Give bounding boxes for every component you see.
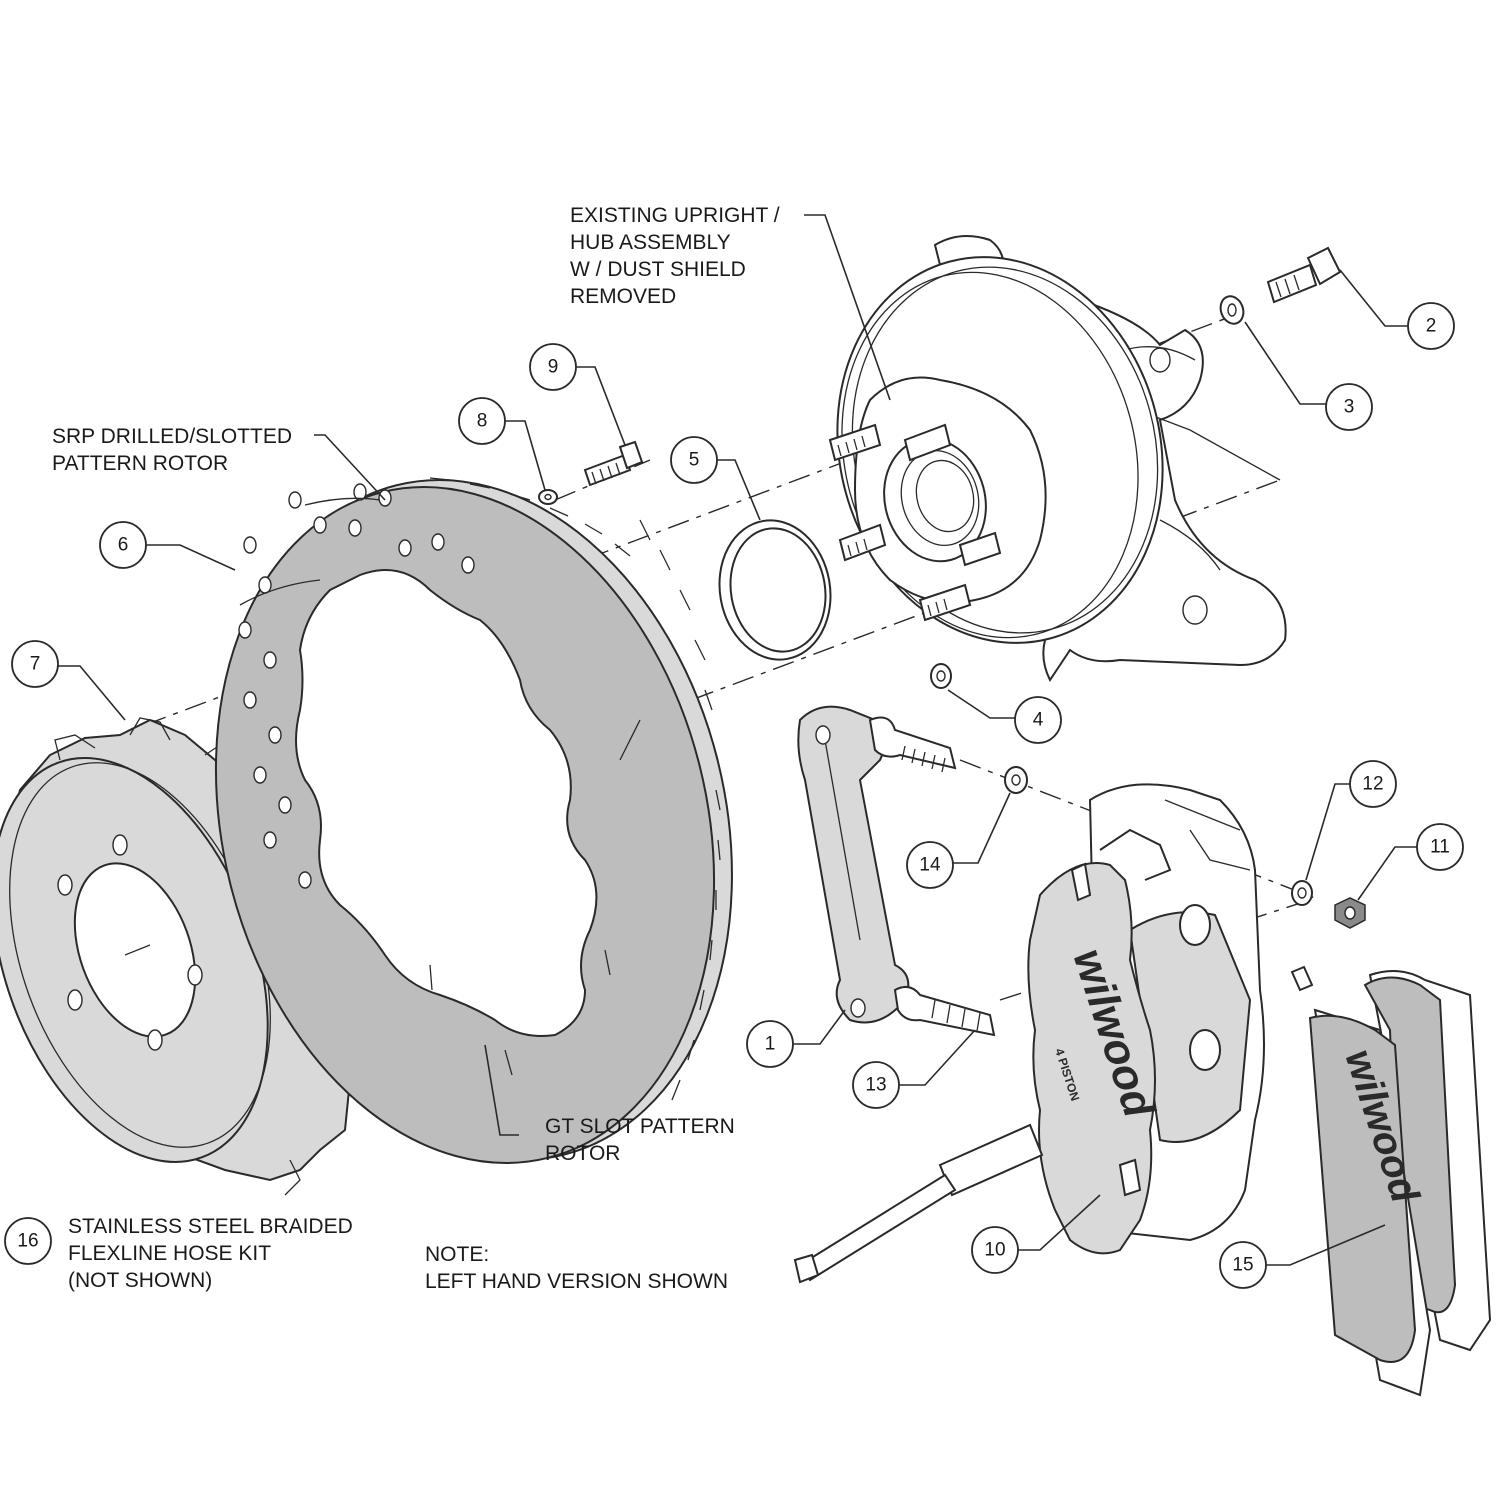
svg-text:SRP DRILLED/SLOTTED: SRP DRILLED/SLOTTED	[52, 425, 292, 448]
part-9-bolt	[583, 440, 644, 487]
part-13-mounting-studs	[868, 716, 996, 1037]
svg-text:FLEXLINE HOSE KIT: FLEXLINE HOSE KIT	[68, 1242, 271, 1265]
svg-text:1: 1	[765, 1034, 776, 1055]
part-10-caliper: wilwood 4 PISTON	[793, 783, 1314, 1284]
svg-text:STAINLESS STEEL BRAIDED: STAINLESS STEEL BRAIDED	[68, 1215, 353, 1238]
svg-text:NOTE:: NOTE:	[425, 1243, 489, 1266]
callout-11: 11	[1416, 823, 1464, 871]
svg-text:HUB ASSEMBLY: HUB ASSEMBLY	[570, 231, 731, 254]
svg-text:10: 10	[984, 1240, 1005, 1261]
callout-8: 8	[458, 397, 506, 445]
label-note: NOTE: LEFT HAND VERSION SHOWN	[425, 1243, 728, 1293]
part-11-lock-nut	[1334, 897, 1366, 929]
svg-text:GT SLOT PATTERN: GT SLOT PATTERN	[545, 1115, 735, 1138]
svg-text:12: 12	[1362, 774, 1383, 795]
svg-text:9: 9	[548, 357, 559, 378]
callout-13: 13	[852, 1061, 900, 1109]
callout-12: 12	[1349, 760, 1397, 808]
label-srp-rotor: SRP DRILLED/SLOTTED PATTERN ROTOR	[52, 425, 292, 475]
svg-text:3: 3	[1344, 397, 1355, 418]
svg-text:2: 2	[1426, 316, 1437, 337]
part-12-washer	[1291, 880, 1313, 906]
svg-text:REMOVED: REMOVED	[570, 285, 676, 308]
part-15-brake-pads: wilwood	[1308, 970, 1492, 1397]
callout-14: 14	[906, 841, 954, 889]
svg-text:16: 16	[17, 1231, 38, 1252]
label-gt-rotor: GT SLOT PATTERN ROTOR	[545, 1115, 735, 1165]
label-hose-kit: STAINLESS STEEL BRAIDED FLEXLINE HOSE KI…	[68, 1215, 353, 1292]
callout-4: 4	[1014, 696, 1062, 744]
label-existing-upright: EXISTING UPRIGHT / HUB ASSEMBLY W / DUST…	[570, 204, 780, 308]
part-2-bolt	[1266, 246, 1342, 304]
svg-text:8: 8	[477, 411, 488, 432]
svg-text:W / DUST SHIELD: W / DUST SHIELD	[570, 258, 746, 281]
part-8-washer	[538, 489, 558, 505]
callout-leaders	[57, 214, 1419, 1266]
svg-text:13: 13	[865, 1075, 886, 1096]
part-3-washer	[1219, 295, 1245, 325]
callout-1: 1	[746, 1020, 794, 1068]
svg-text:7: 7	[30, 654, 41, 675]
callout-5: 5	[670, 436, 718, 484]
svg-text:5: 5	[689, 450, 700, 471]
callout-3: 3	[1325, 383, 1373, 431]
callout-15: 15	[1219, 1241, 1267, 1289]
svg-text:6: 6	[118, 535, 129, 556]
svg-text:EXISTING UPRIGHT /: EXISTING UPRIGHT /	[570, 204, 780, 227]
part-14-washer	[1004, 766, 1028, 794]
callout-7: 7	[11, 640, 59, 688]
part-6-drilled-slotted-rotor	[214, 477, 733, 1164]
svg-text:14: 14	[919, 855, 941, 876]
svg-text:11: 11	[1430, 837, 1450, 858]
part-4-washer	[930, 663, 952, 689]
callout-6: 6	[99, 521, 147, 569]
callout-16: 16	[4, 1217, 52, 1265]
callout-9: 9	[529, 343, 577, 391]
svg-text:PATTERN ROTOR: PATTERN ROTOR	[52, 452, 228, 475]
svg-text:4: 4	[1033, 710, 1044, 731]
part-5-spacer-ring	[718, 519, 832, 661]
hub-wheel-studs	[828, 423, 1002, 622]
rotor-drill-holes	[238, 483, 475, 889]
svg-text:(NOT SHOWN): (NOT SHOWN)	[68, 1269, 212, 1292]
svg-text:LEFT HAND VERSION SHOWN: LEFT HAND VERSION SHOWN	[425, 1270, 728, 1293]
callout-2: 2	[1407, 302, 1455, 350]
callout-10: 10	[971, 1226, 1019, 1274]
existing-upright-hub-assembly	[828, 235, 1287, 682]
svg-text:15: 15	[1232, 1255, 1253, 1276]
svg-text:ROTOR: ROTOR	[545, 1142, 620, 1165]
